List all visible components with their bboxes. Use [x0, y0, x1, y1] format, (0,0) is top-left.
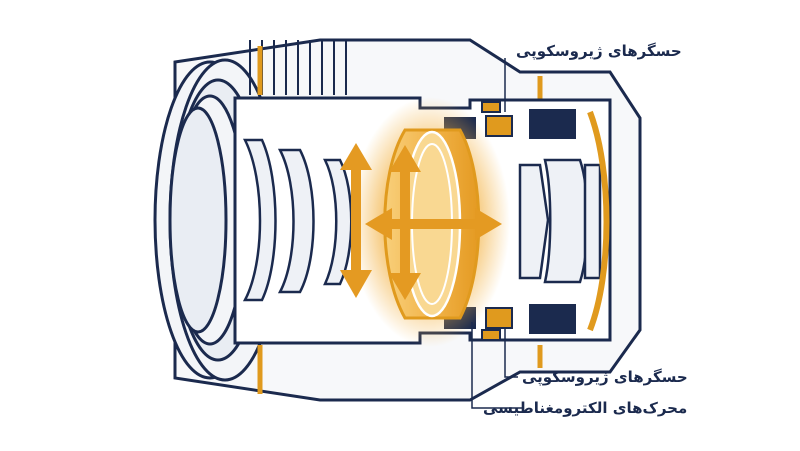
rear-accent-ring: [587, 110, 610, 332]
focus-ring-ribs: [249, 40, 347, 95]
front-inner-lenses: [242, 138, 353, 302]
cross-arrows-icon: [365, 145, 502, 300]
leader-lines: [471, 58, 522, 409]
electromagnetic-motors-label: محرک‌های الکترومغناطیسی: [483, 399, 688, 417]
gyro-sensors: [481, 101, 513, 341]
gyro-sensor-label-top: حسگرهای ژیروسکوپی: [516, 42, 682, 60]
gyro-sensor-label-bottom: حسگرهای ژیروسکوپی: [522, 368, 688, 386]
accent-rings: [257, 46, 543, 394]
rear-lens-group: [518, 158, 602, 284]
vertical-double-arrow-icon: [340, 143, 372, 298]
